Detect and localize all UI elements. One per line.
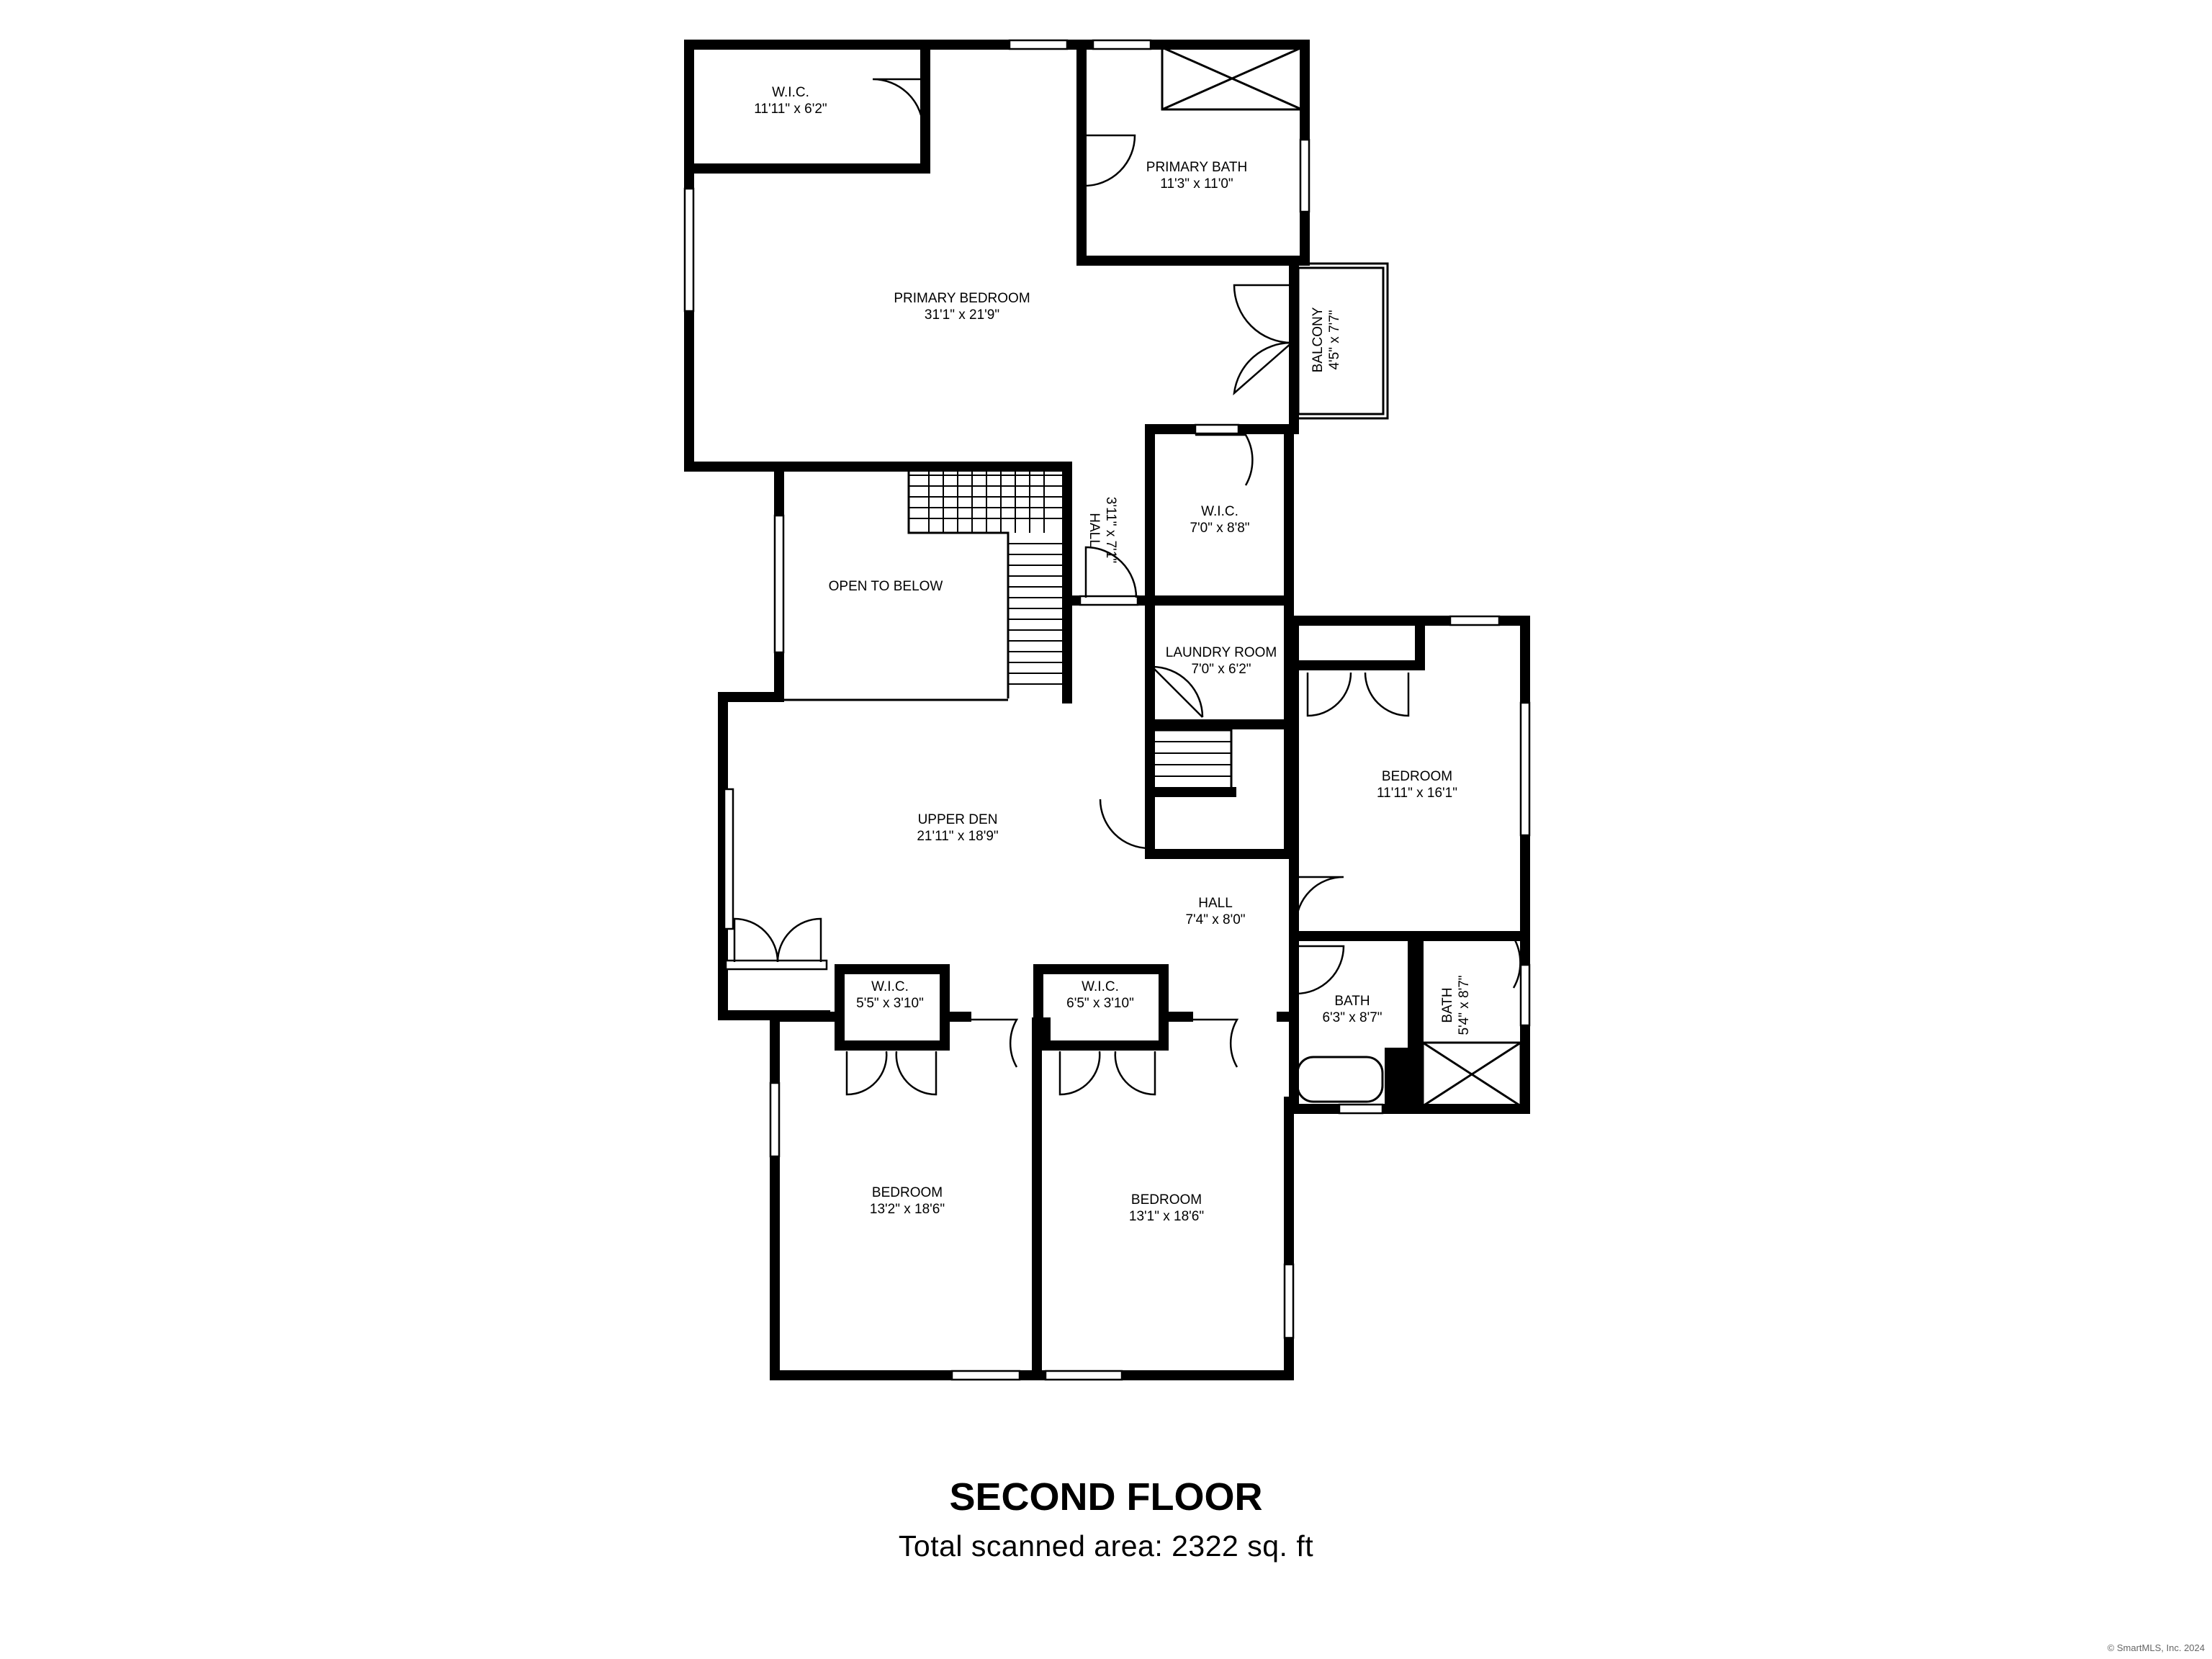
room-name-wic-top: W.I.C. (772, 85, 809, 100)
room-name-wic-mid: W.I.C. (1201, 504, 1238, 519)
room-dims-hall-upper: 3'11" x 7'1" (1103, 497, 1118, 563)
room-dims-wic-mid: 7'0" x 8'8" (1190, 521, 1249, 536)
room-dims-primary-bath: 11'3" x 11'0" (1160, 176, 1233, 192)
room-name-bath-b: BATH (1440, 987, 1455, 1022)
windows (683, 39, 1531, 1381)
room-name-wic-left: W.I.C. (871, 979, 909, 994)
doors (733, 78, 1521, 1096)
room-dims-bedroom-center: 13'1" x 18'6" (1129, 1209, 1204, 1224)
room-dims-wic-center: 6'5" x 3'10" (1066, 996, 1134, 1011)
room-name-hall-upper: HALL (1087, 513, 1102, 547)
bath-fixtures (1161, 46, 1522, 1107)
room-dims-laundry: 7'0" x 6'2" (1191, 662, 1251, 677)
room-dims-hall-lower: 7'4" x 8'0" (1185, 912, 1245, 927)
room-dims-bath-a: 6'3" x 8'7" (1322, 1010, 1382, 1025)
room-dims-upper-den: 21'11" x 18'9" (917, 829, 998, 844)
room-name-bedroom-right: BEDROOM (1382, 769, 1452, 784)
balcony-outline (1292, 262, 1389, 420)
copyright-credit: © SmartMLS, Inc. 2024 (2107, 1642, 2205, 1653)
room-dims-wic-left: 5'5" x 3'10" (856, 996, 924, 1011)
room-dims-bedroom-left: 13'2" x 18'6" (870, 1202, 945, 1217)
room-labels: W.I.C. 11'11" x 6'2" PRIMARY BATH 11'3" … (754, 85, 1472, 1224)
room-name-laundry: LAUNDRY ROOM (1166, 645, 1277, 660)
area-caption: Total scanned area: 2322 sq. ft (898, 1529, 1314, 1563)
room-name-wic-center: W.I.C. (1082, 979, 1119, 994)
room-name-hall-lower: HALL (1198, 896, 1233, 911)
room-name-balcony: BALCONY (1310, 307, 1326, 372)
floor-title: SECOND FLOOR (949, 1475, 1263, 1519)
room-name-bath-a: BATH (1334, 994, 1370, 1009)
room-dims-bath-b: 5'4" x 8'7" (1457, 975, 1472, 1035)
room-name-primary-bath: PRIMARY BATH (1146, 160, 1247, 175)
room-name-open-to-below: OPEN TO BELOW (829, 579, 943, 594)
room-name-upper-den: UPPER DEN (918, 812, 998, 827)
room-name-bedroom-left: BEDROOM (872, 1185, 943, 1200)
room-name-primary-bedroom: PRIMARY BEDROOM (894, 291, 1030, 306)
room-dims-balcony: 4'5" x 7'7" (1327, 310, 1342, 369)
staircase (779, 468, 1233, 793)
walls (684, 40, 1530, 1380)
room-dims-wic-top: 11'11" x 6'2" (754, 102, 827, 117)
room-dims-bedroom-right: 11'11" x 16'1" (1377, 786, 1457, 801)
room-name-bedroom-center: BEDROOM (1131, 1192, 1202, 1208)
room-dims-primary-bedroom: 31'1" x 21'9" (925, 307, 999, 323)
